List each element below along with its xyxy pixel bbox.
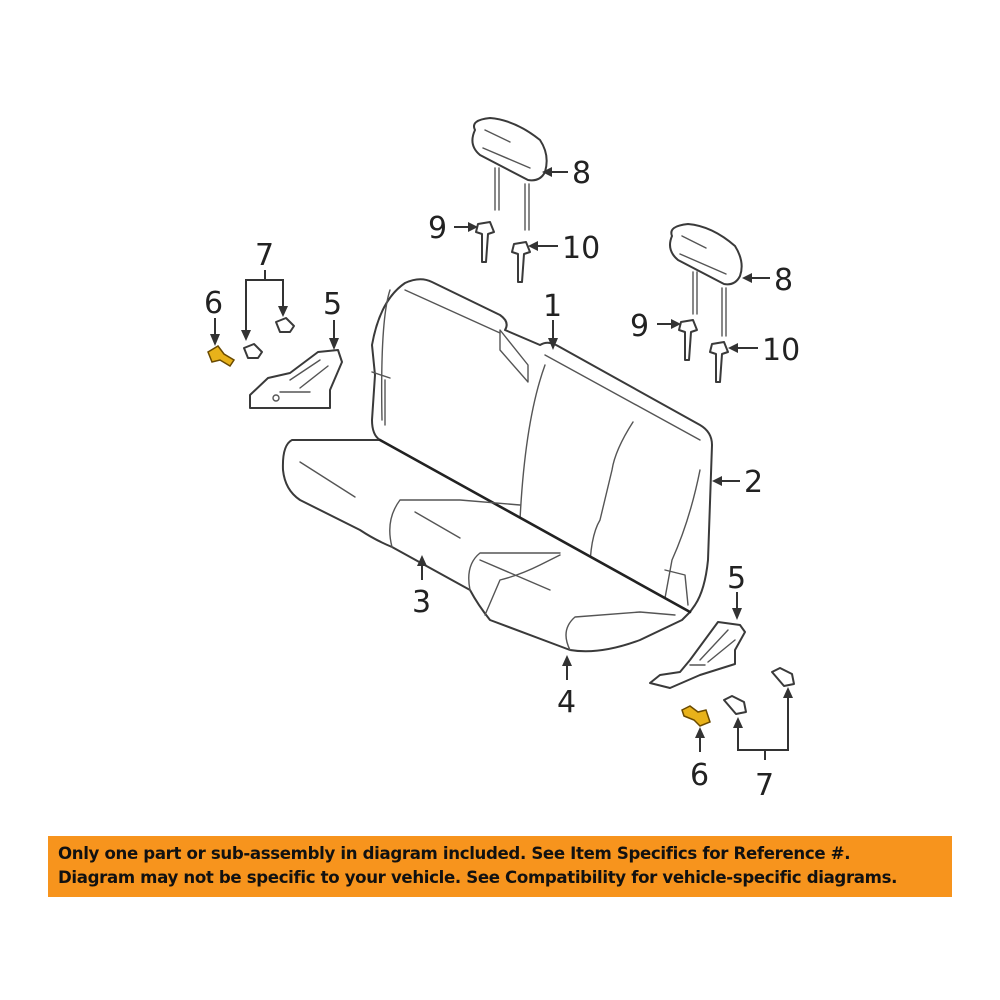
bracket-right [649, 621, 746, 689]
leader-lines [210, 167, 793, 760]
disclaimer-line-1: Only one part or sub-assembly in diagram… [58, 844, 851, 863]
callout-10-left: 10 [562, 231, 600, 266]
callout-5-left: 5 [323, 287, 342, 322]
headrest-right [669, 223, 743, 383]
headrest-left [471, 117, 548, 283]
callout-7-left: 7 [255, 238, 274, 273]
callout-labels: 1 2 3 4 5 5 6 6 7 7 8 8 9 9 10 10 [204, 156, 800, 803]
seat-cushion [281, 438, 692, 653]
bolt-right [681, 705, 711, 727]
callout-10-right: 10 [762, 333, 800, 368]
clips-right [723, 667, 795, 715]
callout-3: 3 [412, 585, 431, 620]
callout-9-right: 9 [630, 309, 649, 344]
disclaimer-banner: Only one part or sub-assembly in diagram… [48, 836, 952, 897]
seat-back [371, 278, 713, 613]
bracket-left [249, 349, 343, 409]
bolt-left [207, 345, 236, 368]
callout-1: 1 [543, 289, 562, 324]
callout-6-right: 6 [690, 758, 709, 793]
disclaimer-line-2: Diagram may not be specific to your vehi… [58, 868, 898, 887]
callout-6-left: 6 [204, 286, 223, 321]
callout-5-right: 5 [727, 561, 746, 596]
callout-7-right: 7 [755, 768, 774, 803]
clips-left [243, 317, 295, 359]
callout-4: 4 [557, 685, 576, 720]
callout-2: 2 [744, 465, 763, 500]
callout-8-right: 8 [774, 263, 793, 298]
callout-8-left: 8 [572, 156, 591, 191]
callout-9-left: 9 [428, 211, 447, 246]
